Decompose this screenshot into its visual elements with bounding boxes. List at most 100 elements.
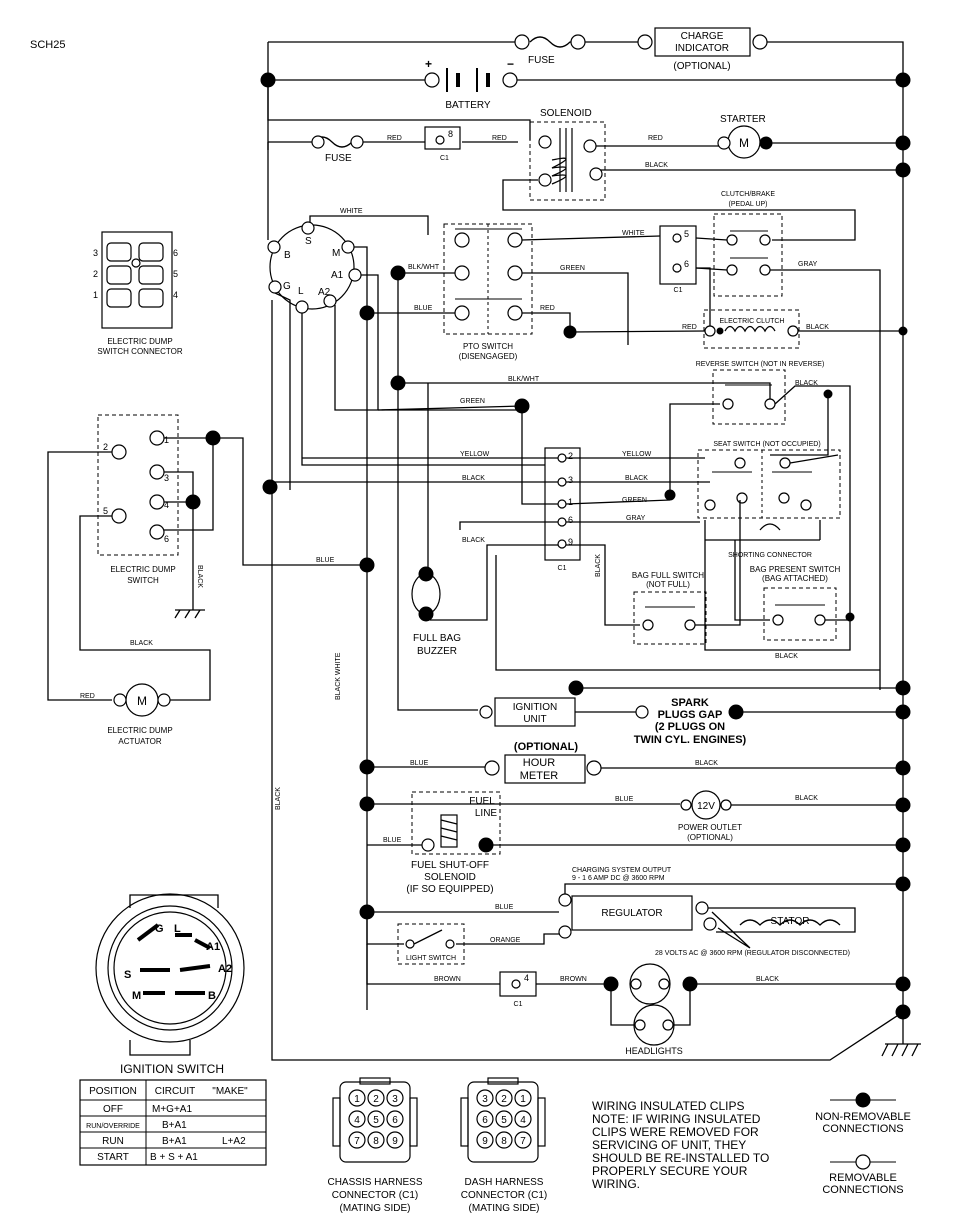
svg-text:4: 4 [173, 290, 178, 300]
svg-text:HEADLIGHTS: HEADLIGHTS [625, 1046, 683, 1056]
svg-text:B + S + A1: B + S + A1 [150, 1152, 198, 1163]
svg-text:ELECTRIC DUMP: ELECTRIC DUMP [110, 565, 175, 574]
svg-text:RED: RED [682, 324, 697, 331]
svg-text:FULL BAG: FULL BAG [413, 633, 461, 644]
svg-text:(MATING SIDE): (MATING SIDE) [469, 1203, 540, 1214]
svg-text:B+A1: B+A1 [162, 1136, 187, 1147]
svg-text:STARTER: STARTER [720, 114, 766, 125]
svg-text:9: 9 [392, 1136, 398, 1147]
svg-text:YELLOW: YELLOW [622, 451, 652, 458]
svg-text:CONNECTOR (C1): CONNECTOR (C1) [461, 1190, 547, 1201]
svg-text:4: 4 [524, 973, 529, 983]
svg-text:ELECTRIC DUMP: ELECTRIC DUMP [107, 337, 172, 346]
svg-text:GRAY: GRAY [626, 515, 646, 522]
pto-switch: PTO SWITCH (DISENGAGED) WHITE BLK/WHT GR… [367, 223, 661, 361]
svg-text:BLACK: BLACK [775, 653, 798, 660]
svg-text:RED: RED [492, 135, 507, 142]
svg-text:BROWN: BROWN [560, 976, 587, 983]
svg-text:POSITION: POSITION [89, 1086, 137, 1097]
svg-text:(OPTIONAL): (OPTIONAL) [514, 741, 578, 753]
seat-switch: SEAT SWITCH (NOT OCCUPIED) SHORTING CONN… [697, 441, 841, 559]
svg-text:CLIPS WERE REMOVED FOR: CLIPS WERE REMOVED FOR [592, 1125, 759, 1139]
svg-text:SEAT SWITCH (NOT OCCUPIED): SEAT SWITCH (NOT OCCUPIED) [713, 441, 820, 448]
bag-full-switch: BAG FULL SWITCH (NOT FULL) [632, 500, 741, 645]
svg-text:FUEL SHUT-OFF: FUEL SHUT-OFF [411, 860, 489, 871]
dump-switch-connector: 3 6 2 5 1 4 ELECTRIC DUMP SWITCH CONNECT… [93, 231, 183, 356]
svg-text:+: + [425, 57, 432, 71]
svg-text:A2: A2 [318, 287, 331, 298]
svg-text:SWITCH: SWITCH [127, 576, 159, 585]
svg-text:CLUTCH/BRAKE: CLUTCH/BRAKE [721, 191, 775, 198]
svg-text:BLACK: BLACK [462, 537, 485, 544]
svg-text:3: 3 [93, 248, 98, 258]
c1-connector-lower: 2 3 1 6 9 C1 YELLOW YELLOW BLACK BLACK G… [270, 447, 880, 671]
svg-text:PLUGS GAP: PLUGS GAP [658, 709, 723, 721]
svg-text:REGULATOR: REGULATOR [601, 908, 662, 919]
dump-switch: 1 2 3 4 5 6 ELECTRIC DUMP SWITCH BLUE BL… [47, 414, 375, 701]
svg-text:BLUE: BLUE [495, 904, 514, 911]
svg-text:RED: RED [80, 693, 95, 700]
svg-text:(IF SO EQUIPPED): (IF SO EQUIPPED) [406, 884, 493, 895]
svg-text:SOLENOID: SOLENOID [540, 108, 592, 119]
svg-text:BLK/WHT: BLK/WHT [408, 264, 440, 271]
svg-text:NON-REMOVABLE: NON-REMOVABLE [815, 1111, 911, 1123]
dump-actuator: M RED ELECTRIC DUMP ACTUATOR [80, 683, 173, 746]
svg-text:WIRING.: WIRING. [592, 1177, 640, 1191]
full-bag-buzzer: FULL BAG BUZZER [411, 566, 461, 657]
svg-text:1: 1 [520, 1094, 526, 1105]
svg-text:G: G [283, 281, 291, 292]
svg-text:HOUR: HOUR [523, 757, 555, 769]
mid-wiring: BLK/WHT BLACK WHITE GREEN [262, 280, 771, 1010]
svg-text:POWER OUTLET: POWER OUTLET [678, 823, 742, 832]
svg-text:1: 1 [93, 290, 98, 300]
battery: + − BATTERY [424, 57, 518, 111]
svg-text:C1: C1 [558, 565, 567, 572]
non-removable-connection-dot [855, 1092, 871, 1108]
light-switch: LIGHT SWITCH ORANGE [366, 912, 559, 965]
ignition-switch-face: G L A1 S A2 M B IGNITION SWITCH [95, 893, 245, 1076]
svg-text:FUSE: FUSE [528, 55, 555, 66]
svg-text:G: G [155, 923, 164, 935]
svg-text:5: 5 [501, 1115, 507, 1126]
svg-text:3: 3 [568, 475, 573, 485]
svg-text:(NOT FULL): (NOT FULL) [646, 580, 690, 589]
svg-text:BLACK: BLACK [795, 380, 818, 387]
svg-text:M: M [332, 248, 340, 259]
svg-text:WHITE: WHITE [622, 230, 645, 237]
svg-text:RED: RED [387, 135, 402, 142]
svg-text:1: 1 [164, 435, 169, 445]
svg-text:CONNECTIONS: CONNECTIONS [822, 1123, 903, 1135]
svg-text:3: 3 [164, 473, 169, 483]
fuel-solenoid: FUEL LINE BLUE FUEL SHUT-OFF SOLENOID (I… [367, 791, 911, 895]
svg-text:WHITE: WHITE [340, 208, 363, 215]
svg-text:L: L [174, 923, 181, 935]
svg-text:28 VOLTS AC @ 3600 RPM (REGULA: 28 VOLTS AC @ 3600 RPM (REGULATOR DISCON… [655, 950, 850, 957]
svg-text:2: 2 [103, 442, 108, 452]
clutch-brake-switch: 5 6 C1 CLUTCH/BRAKE (PEDAL UP) GRAY [659, 191, 881, 690]
svg-text:(BAG ATTACHED): (BAG ATTACHED) [762, 574, 828, 583]
svg-text:METER: METER [520, 770, 559, 782]
svg-text:S: S [124, 969, 131, 981]
svg-text:3: 3 [392, 1094, 398, 1105]
svg-text:8: 8 [501, 1136, 507, 1147]
svg-text:M+G+A1: M+G+A1 [152, 1104, 192, 1115]
svg-text:5: 5 [173, 269, 178, 279]
svg-text:OFF: OFF [103, 1104, 123, 1115]
svg-text:12V: 12V [697, 801, 715, 812]
svg-text:STATOR: STATOR [771, 916, 810, 927]
svg-text:ACTUATOR: ACTUATOR [118, 737, 161, 746]
svg-text:RUN: RUN [102, 1136, 124, 1147]
svg-text:9: 9 [568, 537, 573, 547]
svg-text:START: START [97, 1152, 129, 1163]
svg-text:4: 4 [520, 1115, 526, 1126]
solenoid: SOLENOID RED BLACK [529, 108, 668, 201]
svg-text:8: 8 [448, 129, 453, 139]
svg-text:2: 2 [93, 269, 98, 279]
diagram-id: SCH25 [30, 39, 65, 51]
dash-harness-connector: 3 2 1 6 5 4 9 8 7 DASH HARNESS CONNECTOR… [460, 1077, 547, 1214]
svg-text:WIRING INSULATED CLIPS: WIRING INSULATED CLIPS [592, 1099, 744, 1113]
svg-text:9 - 1 6 AMP DC @ 3600 RPM: 9 - 1 6 AMP DC @ 3600 RPM [572, 875, 665, 882]
svg-text:5: 5 [373, 1115, 379, 1126]
svg-text:B: B [284, 250, 291, 261]
svg-text:BAG PRESENT SWITCH: BAG PRESENT SWITCH [750, 565, 841, 574]
